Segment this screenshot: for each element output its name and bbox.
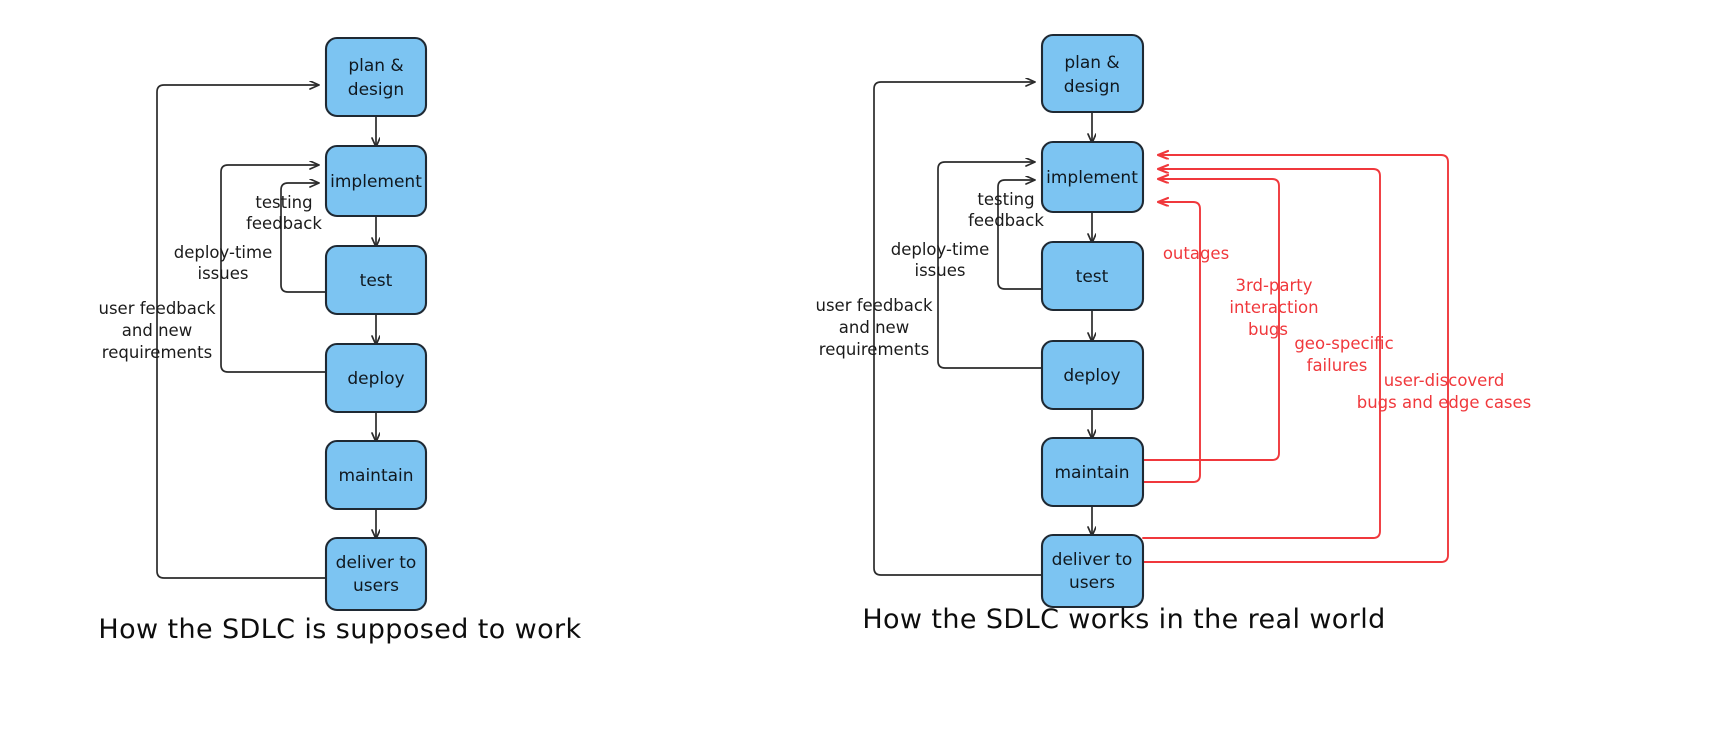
edge-label-geo-specific-failures: geo-specific failures <box>1294 334 1393 375</box>
edge-label-line3: requirements <box>819 340 929 359</box>
node-label-line1: deliver to <box>336 553 417 573</box>
edge-label-testing-feedback: testing feedback <box>246 193 322 233</box>
real-edge-labels: testing feedback deploy-time issues user… <box>815 190 1044 359</box>
edge-label-line2: interaction <box>1229 298 1318 317</box>
caption-ideal: How the SDLC is supposed to work <box>98 614 581 645</box>
node-label-line2: users <box>1069 573 1115 593</box>
node-maintain[interactable]: maintain <box>324 439 428 511</box>
node-test[interactable]: test <box>324 244 428 316</box>
node-label-line1: deploy <box>347 369 404 389</box>
node-deploy[interactable]: deploy <box>324 342 428 414</box>
node-plan-design[interactable]: plan & design <box>1040 33 1145 114</box>
edge-label-line1: geo-specific <box>1294 334 1393 353</box>
diagram-real: plan & design implement test deploy main… <box>815 33 1531 635</box>
edge-label-line3: requirements <box>102 343 212 362</box>
edge-user-discovered-bugs <box>1142 155 1449 563</box>
edge-testing-feedback <box>280 183 327 293</box>
edge-geo-specific-failures <box>1142 169 1381 539</box>
caption-real: How the SDLC works in the real world <box>862 604 1385 635</box>
diagram-ideal: plan & design implement test deploy main… <box>98 36 581 645</box>
edge-label-line1: user-discoverd <box>1384 371 1505 390</box>
edge-label-deploy-time-issues: deploy-time issues <box>891 240 989 280</box>
node-implement[interactable]: implement <box>324 144 428 218</box>
edge-3rd-party-interaction-bugs <box>1142 179 1280 461</box>
edge-label-testing-feedback: testing feedback <box>968 190 1044 230</box>
node-label-line1: test <box>1076 267 1109 287</box>
edge-user-feedback <box>873 82 1043 576</box>
node-label-line1: test <box>360 271 393 291</box>
node-label-line1: implement <box>1046 168 1138 188</box>
node-label-line2: design <box>348 80 404 100</box>
edge-deploy-time-issues <box>220 165 327 373</box>
edge-label-line2: issues <box>915 261 966 280</box>
edge-deploy-time-issues <box>937 162 1043 369</box>
edge-testing-feedback <box>997 180 1043 290</box>
edge-label-user-feedback: user feedback and new requirements <box>815 296 932 359</box>
real-red-edge-labels: outages 3rd-party interaction bugs geo-s… <box>1163 244 1531 412</box>
ideal-nodes: plan & design implement test deploy main… <box>324 36 428 612</box>
edge-label-line2: bugs and edge cases <box>1357 393 1532 412</box>
edge-label-3rd-party-interaction-bugs: 3rd-party interaction bugs <box>1229 276 1318 339</box>
edge-label-line1: testing <box>977 190 1034 209</box>
node-label-line2: design <box>1064 77 1120 97</box>
real-feedback-edges <box>873 82 1043 576</box>
edge-label-line1: 3rd-party <box>1235 276 1312 295</box>
edge-user-feedback <box>156 85 327 579</box>
node-deploy[interactable]: deploy <box>1040 339 1145 411</box>
node-label-line1: plan & <box>348 56 403 76</box>
ideal-feedback-edges <box>156 85 327 579</box>
edge-label-line1: outages <box>1163 244 1229 263</box>
edge-label-line2: and new <box>839 318 909 337</box>
edge-label-line1: user feedback <box>815 296 932 315</box>
edge-label-outages: outages <box>1163 244 1229 263</box>
edge-label-line2: issues <box>198 264 249 283</box>
edge-label-line2: and new <box>122 321 192 340</box>
edge-outages <box>1142 202 1201 483</box>
node-label-line2: users <box>353 576 399 596</box>
node-label-line1: deliver to <box>1052 550 1133 570</box>
edge-label-line2: feedback <box>246 214 322 233</box>
edge-label-line1: user feedback <box>98 299 215 318</box>
node-implement[interactable]: implement <box>1040 140 1145 214</box>
real-nodes: plan & design implement test deploy main… <box>1040 33 1145 609</box>
node-deliver-to-users[interactable]: deliver to users <box>1040 533 1145 609</box>
ideal-edge-labels: testing feedback deploy-time issues user… <box>98 193 322 362</box>
node-label-line1: implement <box>330 172 422 192</box>
edge-label-line2: feedback <box>968 211 1044 230</box>
edge-label-line1: testing <box>255 193 312 212</box>
node-label-line1: maintain <box>338 466 413 486</box>
edge-label-line1: deploy-time <box>891 240 989 259</box>
edge-label-user-feedback: user feedback and new requirements <box>98 299 215 362</box>
edge-label-line1: deploy-time <box>174 243 272 262</box>
edge-label-deploy-time-issues: deploy-time issues <box>174 243 272 283</box>
node-test[interactable]: test <box>1040 240 1145 312</box>
edge-label-line3: bugs <box>1248 320 1288 339</box>
node-label-line1: deploy <box>1063 366 1120 386</box>
node-label-line1: maintain <box>1054 463 1129 483</box>
node-plan-design[interactable]: plan & design <box>324 36 428 118</box>
node-label-line1: plan & <box>1064 53 1119 73</box>
edge-label-user-discovered-bugs: user-discoverd bugs and edge cases <box>1357 371 1532 412</box>
edge-label-line2: failures <box>1307 356 1368 375</box>
node-deliver-to-users[interactable]: deliver to users <box>324 536 428 612</box>
real-red-edges <box>1142 155 1449 563</box>
node-maintain[interactable]: maintain <box>1040 436 1145 508</box>
